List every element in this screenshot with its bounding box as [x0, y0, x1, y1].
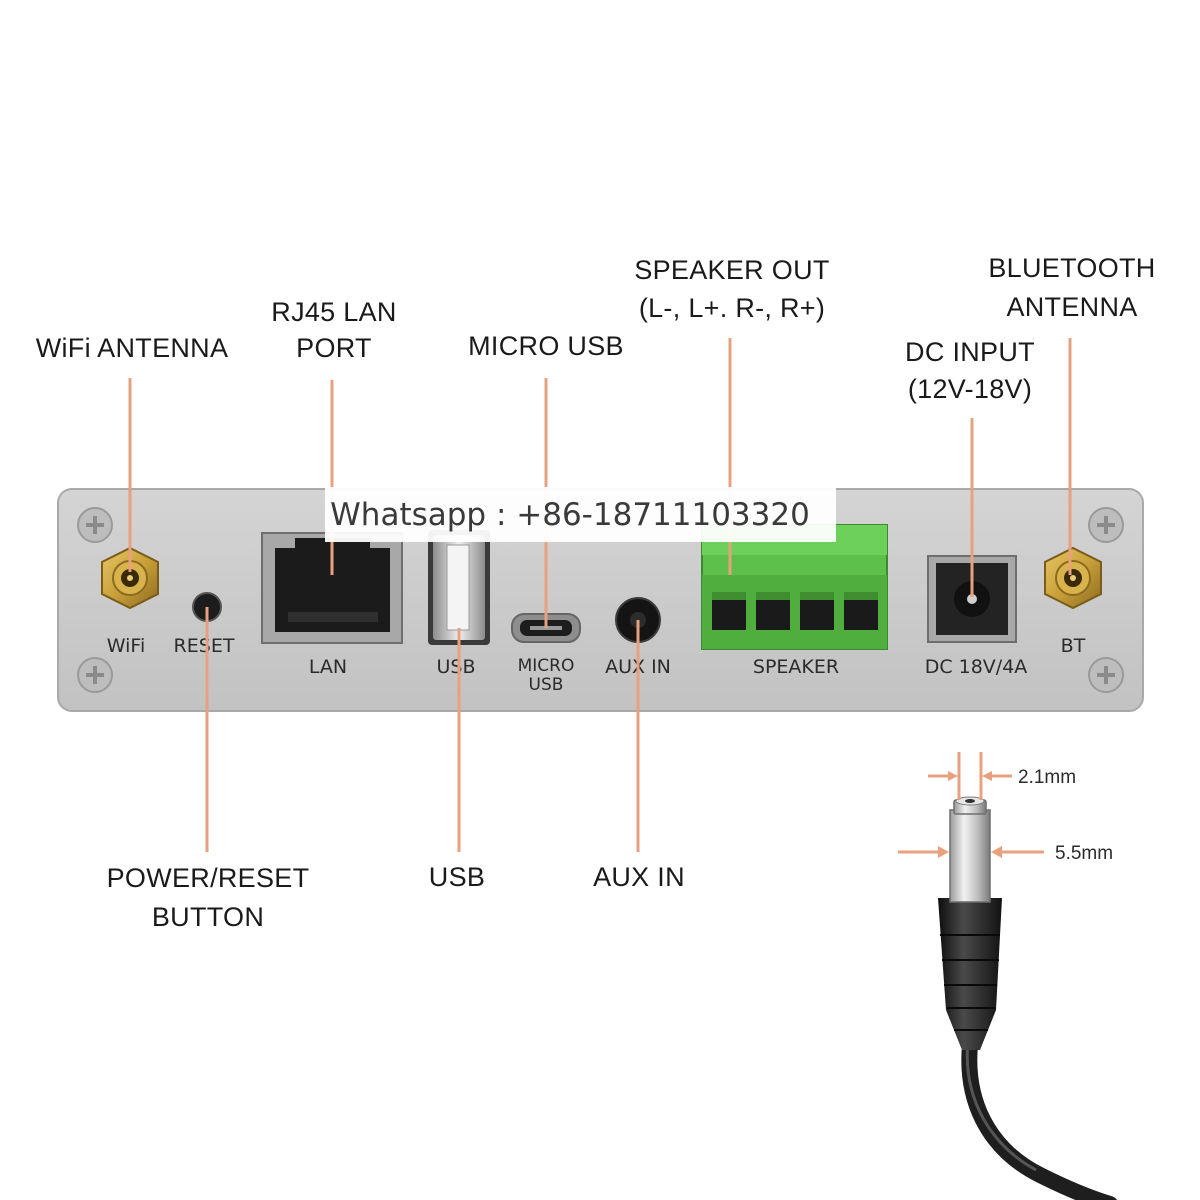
- power-cable: [961, 1022, 1117, 1200]
- callout-wifi-antenna: WiFi ANTENNA: [36, 333, 229, 363]
- screw-icon: [77, 507, 113, 543]
- callout-bt-antenna-line1: BLUETOOTH: [988, 253, 1155, 283]
- dc-plug-illustration: 2.1mm 5.5mm: [898, 752, 1117, 1200]
- panel-label-lan: LAN: [309, 656, 347, 678]
- screw-icon: [1088, 657, 1124, 693]
- callout-micro-usb: MICRO USB: [468, 331, 624, 361]
- callout-power-reset-line2: BUTTON: [152, 902, 264, 932]
- bluetooth-antenna-connector: [1044, 546, 1102, 610]
- panel-label-usb: USB: [436, 656, 475, 678]
- dimension-outer-diameter: 5.5mm: [1055, 843, 1113, 864]
- wifi-antenna-connector: [101, 546, 159, 610]
- usb-port: [428, 530, 490, 645]
- callout-rj45-line2: PORT: [296, 333, 372, 363]
- callout-speaker-out-line2: (L-, L+. R-, R+): [639, 293, 825, 323]
- callout-rj45-line1: RJ45 LAN: [271, 297, 396, 327]
- terminal-slot: [800, 592, 834, 630]
- terminal-slot: [756, 592, 790, 630]
- callout-power-reset-line1: POWER/RESET: [107, 863, 310, 893]
- panel-label-reset: RESET: [174, 635, 235, 657]
- terminal-slot: [844, 592, 878, 630]
- panel-label-speaker: SPEAKER: [753, 656, 839, 678]
- callout-dc-input-line1: DC INPUT: [905, 337, 1035, 367]
- watermark-banner: Whatsapp : +86-18711103320: [325, 487, 836, 542]
- watermark-text: Whatsapp : +86-18711103320: [330, 497, 810, 533]
- callout-bt-antenna-line2: ANTENNA: [1006, 292, 1137, 322]
- screw-icon: [77, 657, 113, 693]
- panel-label-micro-usb-line2: USB: [529, 675, 564, 695]
- callout-usb: USB: [429, 862, 485, 892]
- panel-label-wifi: WiFi: [107, 635, 145, 657]
- dimension-inner-diameter: 2.1mm: [1018, 767, 1076, 788]
- callout-dc-input-line2: (12V-18V): [908, 374, 1032, 404]
- callout-aux-in: AUX IN: [593, 862, 685, 892]
- panel-label-bt: BT: [1061, 635, 1086, 657]
- callout-speaker-out-line1: SPEAKER OUT: [634, 255, 829, 285]
- screw-icon: [1088, 507, 1124, 543]
- panel-label-micro-usb-line1: MICRO: [518, 656, 575, 676]
- terminal-slot: [712, 592, 746, 630]
- panel-label-dc: DC 18V/4A: [925, 656, 1028, 678]
